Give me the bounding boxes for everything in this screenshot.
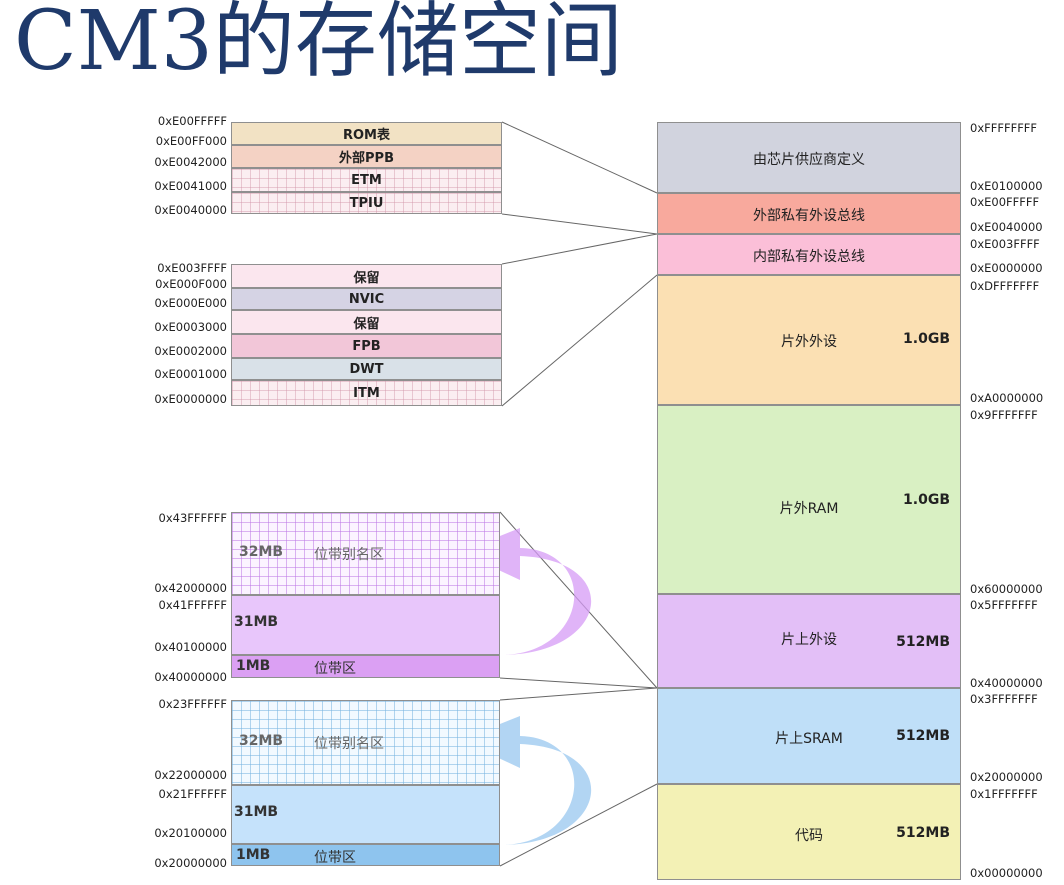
addr-label: 0xDFFFFFFF	[970, 279, 1040, 293]
sram-band-label: 位带区	[314, 850, 356, 866]
region-name: 片外外设	[781, 334, 837, 350]
addr-label: 0x40000000	[970, 676, 1043, 690]
region-size: 512MB	[896, 825, 950, 841]
addr-label: 0xE0040000	[970, 220, 1043, 234]
addr-label: 0x20000000	[970, 770, 1043, 784]
region-name: 片外RAM	[779, 501, 839, 517]
addr-label: 0x20100000	[154, 826, 227, 840]
addr-label: 0xE0003000	[154, 320, 227, 334]
periph-bitband-region: 1MB 位带区	[231, 655, 500, 678]
region-name: 片上外设	[781, 632, 837, 648]
region-name: 代码	[795, 828, 823, 844]
addr-label: 0x21FFFFFF	[158, 787, 227, 801]
addr-label: 0x22000000	[154, 768, 227, 782]
region-onchip-peripheral: 片上外设 512MB	[657, 594, 961, 688]
addr-label: 0xA0000000	[970, 391, 1044, 405]
addr-label: 0xE00FF000	[155, 134, 227, 148]
ppb-ext-external-ppb: 外部PPB	[231, 145, 502, 168]
region-vendor-defined: 由芯片供应商定义	[657, 122, 961, 193]
addr-label: 0x42000000	[154, 581, 227, 595]
ppb-int-dwt: DWT	[231, 358, 502, 380]
addr-label: 0xE000F000	[155, 277, 227, 291]
region-name: 由芯片供应商定义	[753, 152, 865, 168]
addr-label: 0xE00FFFFF	[157, 114, 227, 128]
ppb-int-itm: ITM	[231, 380, 502, 406]
region-size: 1.0GB	[903, 331, 950, 347]
periph-31mb-region: 31MB	[231, 595, 500, 655]
periph-mid-size: 31MB	[234, 614, 279, 630]
periph-alias-label: 位带别名区	[314, 547, 384, 563]
addr-label: 0x00000000	[970, 866, 1043, 880]
addr-label: 0x9FFFFFFF	[970, 408, 1038, 422]
ppb-int-nvic: NVIC	[231, 288, 502, 310]
sram-bitband-region: 1MB 位带区	[231, 844, 500, 866]
ppb-ext-rom-table: ROM表	[231, 122, 502, 145]
addr-label: 0x43FFFFFF	[158, 511, 227, 525]
addr-label: 0x23FFFFFF	[158, 697, 227, 711]
region-name: 外部私有外设总线	[753, 208, 865, 224]
ppb-int-reserved: 保留	[231, 264, 502, 288]
periph-alias-size: 32MB	[239, 544, 284, 560]
addr-label: 0xE003FFFF	[970, 237, 1040, 251]
addr-label: 0xE0000000	[970, 261, 1043, 275]
addr-label: 0x3FFFFFFF	[970, 692, 1038, 706]
addr-label: 0xE0041000	[154, 179, 227, 193]
ppb-ext-tpiu: TPIU	[231, 192, 502, 214]
addr-label: 0xE0000000	[154, 392, 227, 406]
ppb-int-reserved: 保留	[231, 310, 502, 334]
addr-label: 0x5FFFFFFF	[970, 598, 1038, 612]
addr-label: 0xFFFFFFFF	[970, 121, 1038, 135]
sram-mid-size: 31MB	[234, 804, 279, 820]
region-name: 片上SRAM	[775, 731, 843, 747]
ppb-ext-etm: ETM	[231, 168, 502, 192]
region-internal-ppb: 内部私有外设总线	[657, 234, 961, 275]
addr-label: 0x40000000	[154, 670, 227, 684]
sram-alias-size: 32MB	[239, 733, 284, 749]
region-external-ppb: 外部私有外设总线	[657, 193, 961, 234]
region-onchip-sram: 片上SRAM 512MB	[657, 688, 961, 784]
periph-band-label: 位带区	[314, 661, 356, 677]
sram-band-size: 1MB	[236, 847, 271, 863]
region-external-ram: 片外RAM 1.0GB	[657, 405, 961, 594]
addr-label: 0x20000000	[154, 856, 227, 870]
sram-31mb-region: 31MB	[231, 785, 500, 844]
periph-alias-region: 32MB 位带别名区	[231, 512, 500, 595]
ppb-int-fpb: FPB	[231, 334, 502, 358]
addr-label: 0x1FFFFFFF	[970, 787, 1038, 801]
region-size: 1.0GB	[903, 492, 950, 508]
addr-label: 0xE003FFFF	[157, 261, 227, 275]
addr-label: 0xE0100000	[970, 179, 1043, 193]
region-size: 512MB	[896, 634, 950, 650]
page-title: CM3的存储空间	[14, 0, 623, 89]
periph-band-size: 1MB	[236, 658, 271, 674]
region-code: 代码 512MB	[657, 784, 961, 880]
region-external-peripheral: 片外外设 1.0GB	[657, 275, 961, 405]
addr-label: 0xE0042000	[154, 155, 227, 169]
addr-label: 0x41FFFFFF	[158, 598, 227, 612]
addr-label: 0x40100000	[154, 640, 227, 654]
sram-alias-label: 位带别名区	[314, 736, 384, 752]
addr-label: 0xE00FFFFF	[970, 195, 1040, 209]
region-size: 512MB	[896, 728, 950, 744]
addr-label: 0x60000000	[970, 582, 1043, 596]
sram-alias-region: 32MB 位带别名区	[231, 700, 500, 785]
addr-label: 0xE0040000	[154, 203, 227, 217]
addr-label: 0xE0002000	[154, 344, 227, 358]
region-name: 内部私有外设总线	[753, 249, 865, 265]
addr-label: 0xE0001000	[154, 367, 227, 381]
addr-label: 0xE000E000	[154, 296, 227, 310]
